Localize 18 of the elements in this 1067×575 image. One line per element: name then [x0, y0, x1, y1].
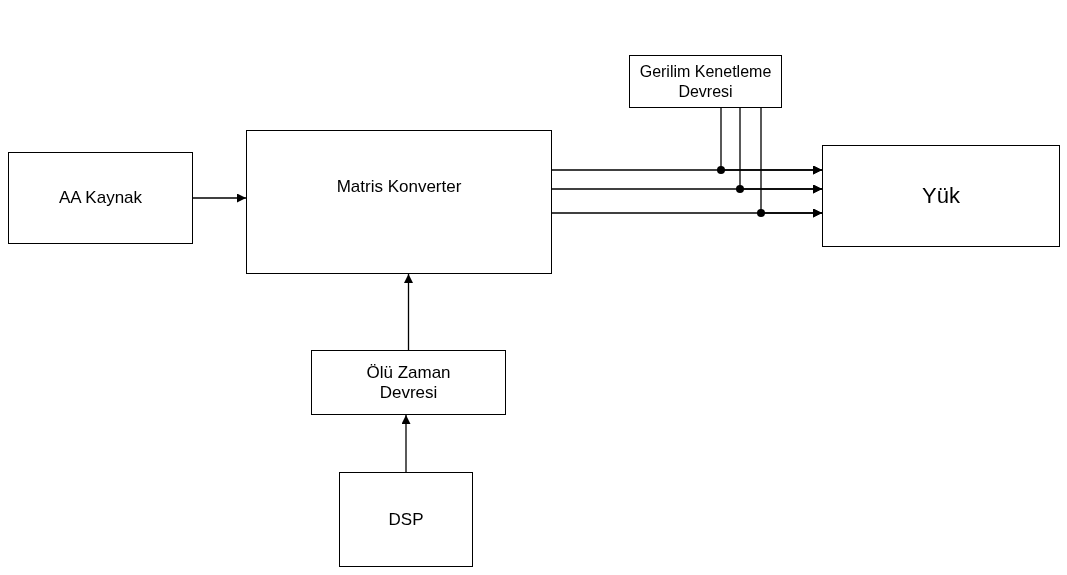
block-box [822, 145, 1060, 247]
arrow [404, 273, 413, 351]
block-box [246, 130, 552, 274]
arrow [760, 107, 823, 218]
block-label: Ölü Zaman Devresi [365, 362, 452, 403]
arrow [192, 193, 247, 203]
block-label: Matris Konverter [336, 177, 462, 197]
arrow [401, 414, 411, 473]
arrow [739, 107, 823, 194]
block-label: DSP [388, 509, 424, 530]
block-box [311, 350, 506, 415]
block-box [629, 55, 782, 108]
block-box [339, 472, 473, 567]
block-label: AA Kaynak [58, 188, 143, 208]
block-label: Yük [922, 186, 960, 206]
block-box [8, 152, 193, 244]
block-label: Gerilim Kenetleme Devresi [638, 61, 773, 102]
arrow [720, 107, 823, 175]
